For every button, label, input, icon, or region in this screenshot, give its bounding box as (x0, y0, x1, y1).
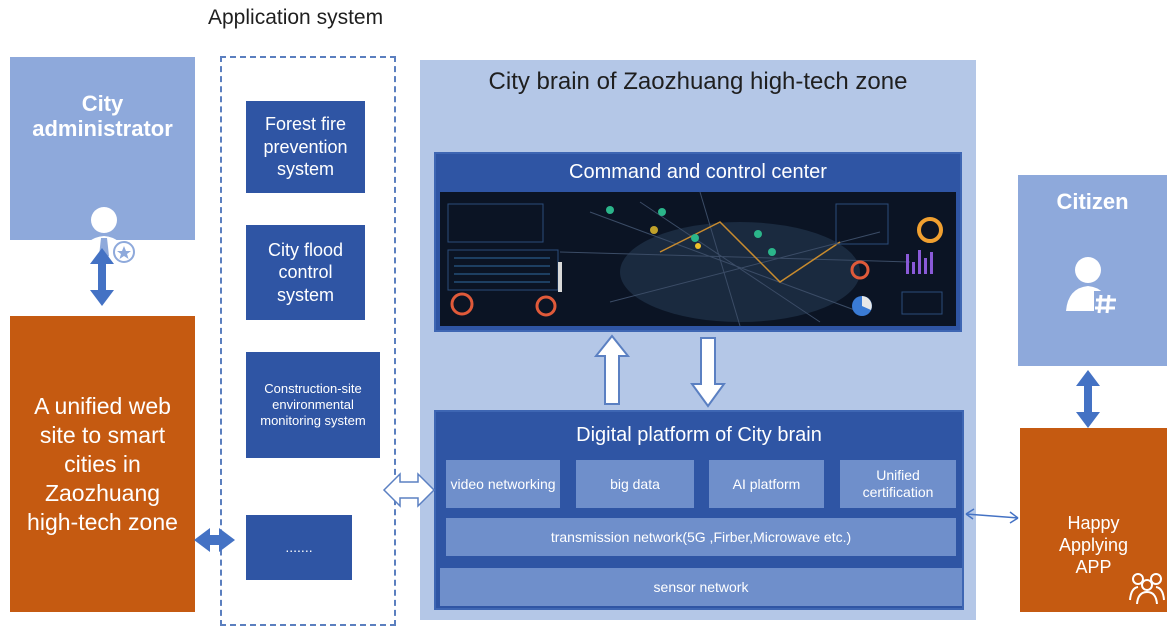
unified-web-site-box: A unified web site to smart cities in Za… (10, 316, 195, 612)
city-brain-title: City brain of Zaozhuang high-tech zone (488, 68, 908, 95)
citizen-box: Citizen (1018, 175, 1167, 366)
city-administrator-box: City administrator (10, 57, 195, 263)
app-city-flood-label: City flood control system (267, 239, 344, 305)
app-forest-fire-label: Forest fire prevention system (263, 114, 348, 180)
module-ai-platform[interactable]: AI platform (709, 460, 824, 508)
module-ai-platform-label: AI platform (732, 475, 801, 492)
app-construction-site[interactable]: Construction-site environmental monitori… (246, 352, 380, 458)
command-control-center: Command and control center (434, 152, 962, 332)
dashboard-screenshot (440, 192, 956, 326)
transmission-network[interactable]: transmission network(5G ,Firber,Microwav… (446, 518, 956, 556)
command-control-title: Command and control center (569, 161, 827, 183)
happy-applying-app-box: Happy Applying APP (1020, 428, 1167, 612)
happy-applying-app-text: Happy Applying APP (1058, 513, 1129, 577)
module-big-data[interactable]: big data (576, 460, 694, 508)
citizen-title: Citizen (1056, 189, 1129, 214)
module-big-data-label: big data (610, 475, 660, 492)
app-more[interactable]: ....... (246, 515, 352, 580)
digital-platform-title: Digital platform of City brain (576, 424, 822, 446)
app-city-flood[interactable]: City flood control system (246, 225, 365, 320)
citizen-person-icon (1066, 257, 1118, 315)
admin-person-icon (80, 207, 135, 263)
sensor-network[interactable]: sensor network (440, 568, 962, 606)
app-construction-site-label: Construction-site environmental monitori… (260, 380, 366, 429)
app-more-label: ....... (285, 538, 313, 555)
digital-platform: Digital platform of City brain video net… (434, 410, 964, 610)
module-video-networking[interactable]: video networking (446, 460, 560, 508)
app-forest-fire[interactable]: Forest fire prevention system (246, 101, 365, 193)
sensor-network-label: sensor network (653, 578, 749, 595)
bidirectional-hollow-arrows (593, 334, 726, 408)
group-people-icon (1129, 573, 1165, 604)
city-administrator-title: City administrator (32, 91, 173, 141)
module-unified-certification[interactable]: Unified certification (840, 460, 956, 508)
transmission-network-label: transmission network(5G ,Firber,Microwav… (550, 528, 852, 545)
module-video-networking-label: video networking (450, 475, 556, 492)
unified-web-site-text: A unified web site to smart cities in Za… (27, 392, 178, 535)
module-unified-certification-label: Unified certification (862, 467, 934, 500)
application-system-label: Application system (208, 6, 384, 29)
connector-arrows (90, 248, 1100, 552)
